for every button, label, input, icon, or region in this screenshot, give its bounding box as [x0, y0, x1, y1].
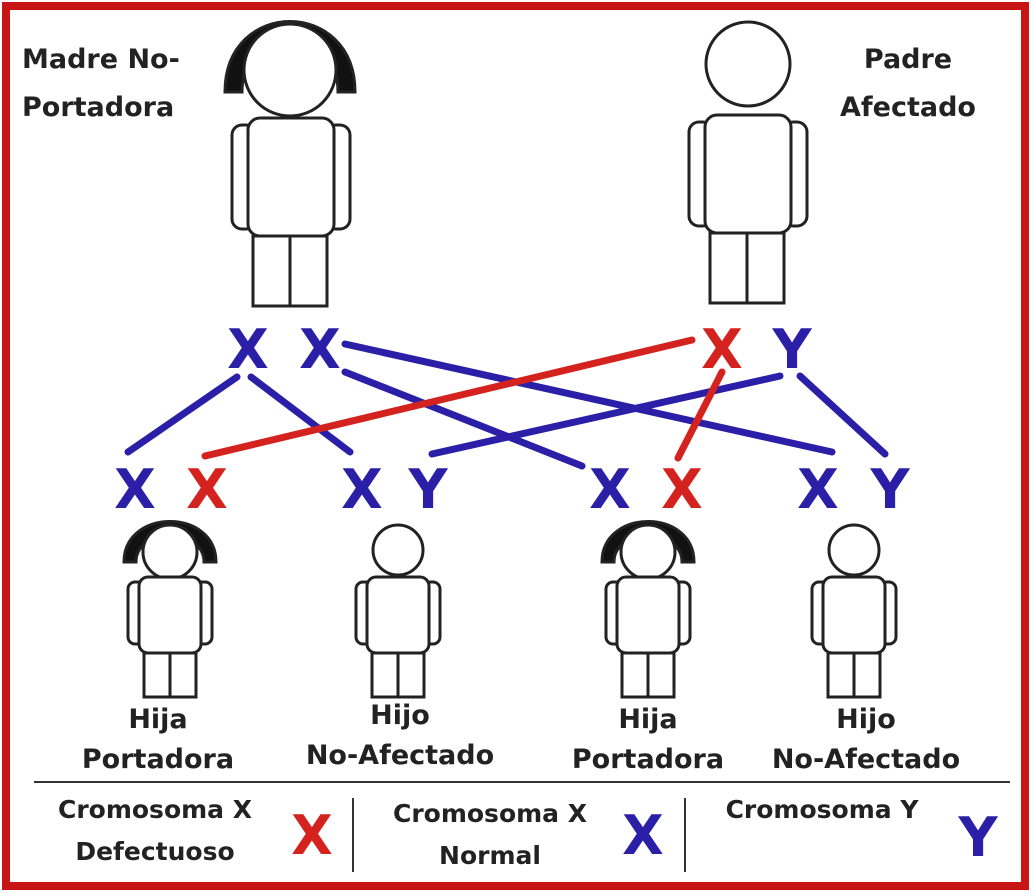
child-3-torso — [615, 575, 681, 655]
child-1-torso — [137, 575, 203, 655]
line-fy-to-s2 — [796, 372, 889, 458]
child-1-label-line1: Hija — [128, 704, 187, 735]
mother-left-leg — [251, 234, 292, 308]
child-4-head — [827, 523, 881, 577]
mother-figure — [223, 20, 357, 308]
child-2-head — [371, 523, 425, 577]
child-4-label-line2: No-Afectado — [772, 744, 960, 775]
line-mx1-to-d1 — [124, 373, 241, 456]
line-fx-to-d1 — [201, 336, 696, 460]
child-4-chromosome-1: X — [797, 458, 839, 521]
line-fx-to-d2 — [674, 368, 726, 462]
father-torso — [703, 113, 793, 235]
legend-defective-symbol: X — [291, 804, 333, 867]
father-right-leg — [745, 231, 786, 305]
child-1-right-leg — [168, 651, 198, 699]
mother-right-leg — [288, 234, 329, 308]
child-2-label-line2: No-Afectado — [306, 740, 494, 771]
father-label-line2: Afectado — [840, 92, 976, 123]
line-mx2-to-s2 — [341, 340, 836, 456]
child-4-chromosome-2: Y — [869, 458, 910, 521]
child-3-chromosome-1: X — [589, 458, 631, 521]
child-3-chromosome-2: X — [661, 458, 703, 521]
line-mx2-to-d2 — [341, 368, 586, 470]
child-1-left-leg — [142, 651, 172, 699]
child-2-chromosome-2: Y — [407, 458, 448, 521]
child-2-chromosome-1: X — [341, 458, 383, 521]
father-left-leg — [708, 231, 749, 305]
legend-defective-line2: Defectuoso — [75, 837, 234, 866]
child-4-figure — [810, 523, 898, 699]
child-3-right-leg — [646, 651, 676, 699]
child-1-chromosome-1: X — [114, 458, 156, 521]
child-3-head — [619, 523, 677, 581]
mother-head — [242, 22, 338, 118]
child-3-figure — [600, 520, 696, 699]
child-4-label-line1: Hijo — [836, 704, 896, 735]
child-3-label-line2: Portadora — [572, 744, 724, 775]
legend-y-symbol: Y — [957, 806, 998, 869]
child-2-right-leg — [396, 651, 426, 699]
legend-normal-symbol: X — [622, 804, 664, 867]
mother-label-line1: Madre No- — [22, 44, 180, 75]
child-3-left-leg — [620, 651, 650, 699]
mother-chromosome-1: X — [227, 318, 269, 381]
legend-defective-line1: Cromosoma X — [58, 795, 252, 824]
legend-defective: Cromosoma X Defectuoso X — [58, 795, 333, 867]
line-mx1-to-s1 — [247, 373, 354, 456]
father-chromosome-2: Y — [771, 318, 812, 381]
father-head — [704, 20, 792, 108]
child-4-left-leg — [826, 651, 856, 699]
legend-y: Cromosoma Y Y — [726, 795, 999, 869]
father-chromosome-1: X — [701, 318, 743, 381]
child-1-label-line2: Portadora — [82, 744, 234, 775]
legend-y-line1: Cromosoma Y — [726, 795, 920, 824]
child-4-torso — [821, 575, 887, 655]
mother-label-line2: Portadora — [22, 92, 174, 123]
child-2-figure — [354, 523, 442, 699]
child-1-chromosome-2: X — [186, 458, 228, 521]
legend-normal: Cromosoma X Normal X — [393, 799, 664, 870]
child-2-torso — [365, 575, 431, 655]
line-fy-to-s1 — [428, 372, 784, 458]
mother-torso — [246, 116, 336, 238]
father-label-line1: Padre — [864, 44, 952, 75]
child-1-head — [141, 523, 199, 581]
mother-chromosome-2: X — [299, 318, 341, 381]
child-4-right-leg — [852, 651, 882, 699]
child-2-label-line1: Hijo — [370, 700, 430, 731]
legend-normal-line2: Normal — [439, 841, 541, 870]
inheritance-lines — [124, 336, 889, 470]
legend-normal-line1: Cromosoma X — [393, 799, 587, 828]
child-3-label-line1: Hija — [618, 704, 677, 735]
child-1-figure — [122, 520, 218, 699]
child-2-left-leg — [370, 651, 400, 699]
father-figure — [687, 20, 809, 305]
